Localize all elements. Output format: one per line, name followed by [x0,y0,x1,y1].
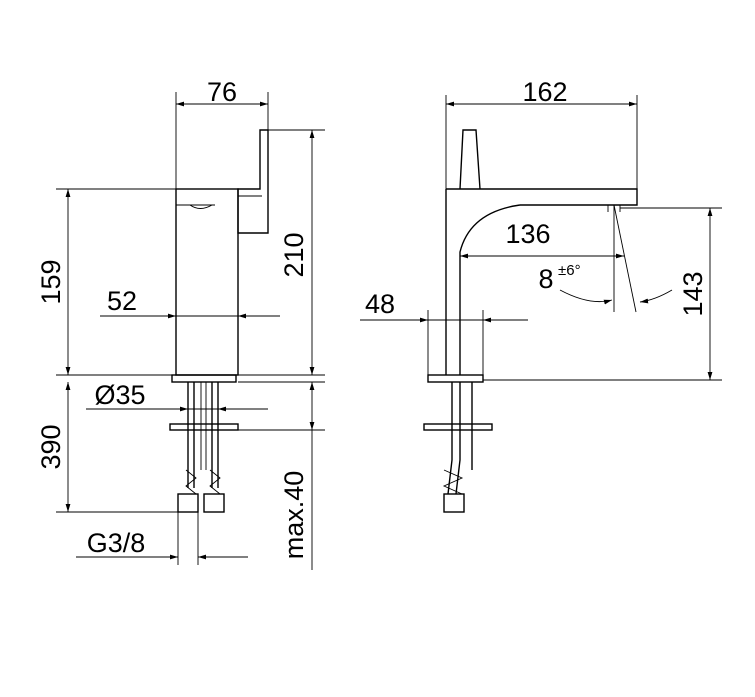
dim-spout-angle: 8 ±6° [538,204,673,313]
dim-hose-length: 390 [36,382,178,513]
dim-label-48: 48 [365,289,395,319]
front-view: 76 159 210 52 Ø35 [36,77,325,570]
dim-label-52: 52 [107,286,137,316]
dim-label-angle: 8 [538,264,553,294]
dim-label-d35: Ø35 [94,380,145,410]
faucet-body-side [423,129,638,513]
dim-overall-height: 210 [238,129,325,376]
dim-shank-diameter: Ø35 [86,380,268,412]
dim-base-width: 48 [360,289,528,375]
dim-label-390: 390 [36,424,66,469]
dim-overall-length: 162 [445,77,638,189]
dim-label-159: 159 [36,259,66,304]
dim-inner-width: 52 [100,286,280,319]
dim-thread: G3/8 [76,512,248,565]
dim-label-max40: max.40 [279,471,309,560]
dim-width-top: 76 [175,77,269,189]
dim-label-143: 143 [678,271,708,316]
dim-label-angle-tol: ±6° [558,262,581,279]
side-view: 162 136 8 ±6° 48 [360,77,722,513]
faucet-body-front [169,129,269,513]
dim-label-210: 210 [279,232,309,277]
dim-body-height: 159 [36,188,176,376]
dim-label-g38: G3/8 [87,528,146,558]
dim-spout-reach: 136 [460,219,624,259]
dim-label-136: 136 [505,219,550,249]
dim-max-thickness: max.40 [238,381,325,570]
dim-label-76: 76 [207,77,237,107]
dim-spout-height: 143 [483,207,722,381]
dim-label-162: 162 [522,77,567,107]
